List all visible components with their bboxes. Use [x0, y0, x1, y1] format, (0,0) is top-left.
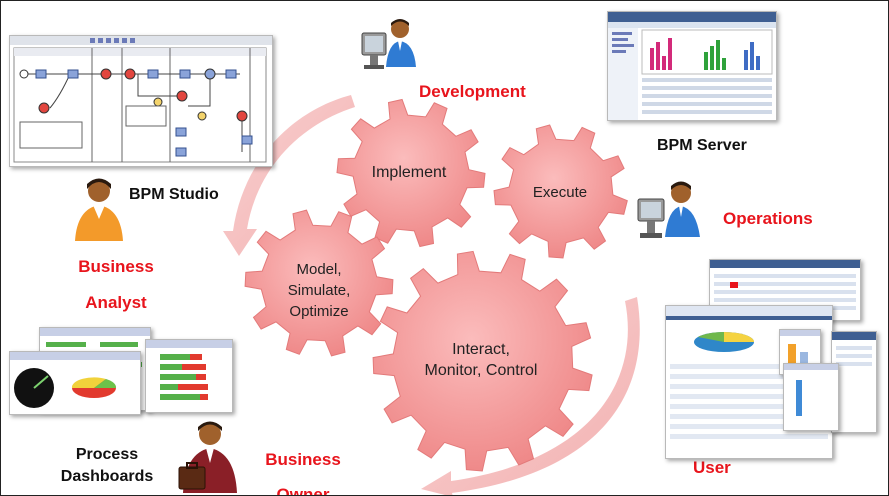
- business-analyst-label: Business Analyst: [66, 249, 166, 321]
- process-dashboards-line-1: Process: [75, 446, 139, 463]
- bpm-studio-label: BPM Studio: [129, 186, 219, 203]
- workitems-in-progress-preview: [10, 352, 140, 408]
- gear-execute: [493, 124, 628, 259]
- cycle-arrows: [223, 95, 640, 495]
- user-label: User: [693, 458, 731, 477]
- gear-model-line-1: Model,: [296, 261, 342, 278]
- report-panel-preview: [784, 364, 838, 416]
- gear-implement: [336, 98, 486, 248]
- business-owner-line-2: Owner: [276, 485, 330, 496]
- bpm-studio-screenshot: [9, 35, 273, 167]
- gear-interact-label: Interact, Monitor, Control: [406, 339, 556, 381]
- gear-interact-line-1: Interact,: [452, 341, 510, 358]
- gear-model-line-2: Simulate,: [287, 282, 351, 299]
- operations-label: Operations: [723, 209, 813, 228]
- dashboard-workitems-in-progress: [9, 351, 141, 415]
- process-dashboards-line-2: Dashboards: [60, 468, 154, 485]
- gear-layer: [244, 98, 628, 472]
- developer-at-computer-icon: [361, 19, 416, 69]
- workspace-preview: [666, 306, 832, 439]
- business-analyst-line-1: Business: [78, 257, 154, 276]
- bpm-server-label: BPM Server: [657, 137, 747, 154]
- chart-popup-preview: [780, 330, 820, 370]
- gear-execute-label: Execute: [532, 184, 588, 201]
- gear-implement-label: Implement: [371, 164, 447, 181]
- side-panel-preview: [832, 332, 876, 366]
- operator-at-computer-icon: [637, 181, 700, 238]
- business-analyst-person-icon: [75, 178, 123, 241]
- business-owner-line-1: Business: [265, 450, 341, 469]
- process-model-preview: [10, 36, 272, 163]
- business-analyst-line-2: Analyst: [85, 293, 147, 312]
- server-console-preview: [608, 12, 776, 120]
- bpm-server-console-screenshot: [607, 11, 777, 121]
- gear-model-line-3: Optimize: [289, 303, 349, 320]
- dashboard-workitems-by-team: [145, 339, 233, 413]
- development-label: Development: [419, 82, 526, 101]
- business-owner-with-briefcase-icon: [178, 421, 237, 493]
- gear-model: [244, 209, 394, 357]
- workitems-by-team-preview: [146, 340, 232, 400]
- process-dashboards-label: Process Dashboards: [57, 444, 157, 488]
- gear-model-label: Model, Simulate, Optimize: [264, 259, 374, 322]
- user-report-panel: [783, 363, 839, 431]
- gear-interact-line-2: Monitor, Control: [424, 362, 538, 379]
- business-owner-label: Business Owner: [253, 442, 353, 496]
- gear-interact: [372, 250, 593, 472]
- arrow-left-arc: [223, 95, 355, 256]
